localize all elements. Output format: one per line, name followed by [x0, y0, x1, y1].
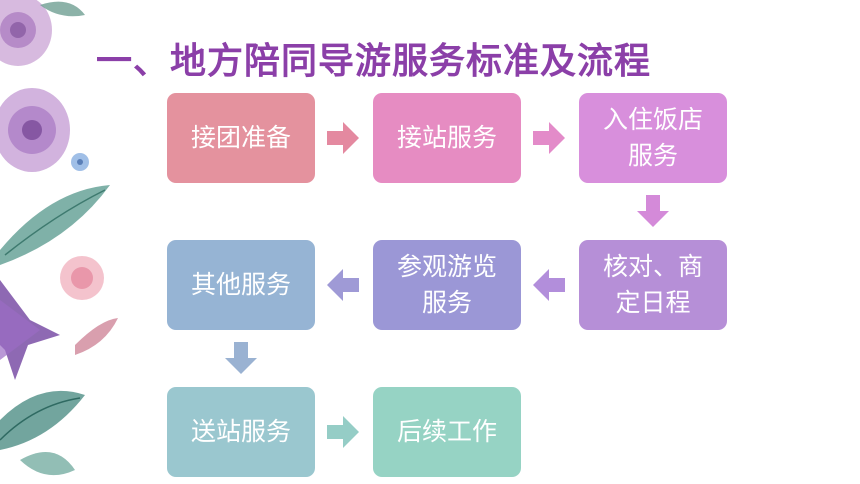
step-label: 参观游览服务	[396, 252, 497, 317]
step-station-dropoff: 送站服务	[167, 387, 315, 477]
step-label: 其他服务	[190, 270, 291, 299]
step-hotel-checkin: 入住饭店服务	[579, 93, 727, 183]
arrow-right-icon	[327, 416, 359, 448]
step-sightseeing: 参观游览服务	[373, 240, 521, 330]
page-title: 一、地方陪同导游服务标准及流程	[96, 41, 652, 82]
arrow-right-icon	[533, 122, 565, 154]
arrow-left-icon	[533, 269, 565, 301]
arrow-down-icon	[225, 342, 257, 374]
step-other-services: 其他服务	[167, 240, 315, 330]
step-station-pickup: 接站服务	[373, 93, 521, 183]
step-team-preparation: 接团准备	[167, 93, 315, 183]
flower-decoration-icon	[0, 0, 118, 476]
step-label: 后续工作	[396, 417, 497, 446]
step-schedule-confirmation: 核对、商定日程	[579, 240, 727, 330]
step-label: 送站服务	[190, 417, 291, 446]
step-label: 接团准备	[190, 123, 291, 152]
step-follow-up-work: 后续工作	[373, 387, 521, 477]
step-label: 核对、商定日程	[602, 252, 703, 317]
arrow-left-icon	[327, 269, 359, 301]
step-label: 接站服务	[396, 123, 497, 152]
step-label: 入住饭店服务	[602, 105, 703, 170]
arrow-right-icon	[327, 122, 359, 154]
arrow-down-icon	[637, 195, 669, 227]
